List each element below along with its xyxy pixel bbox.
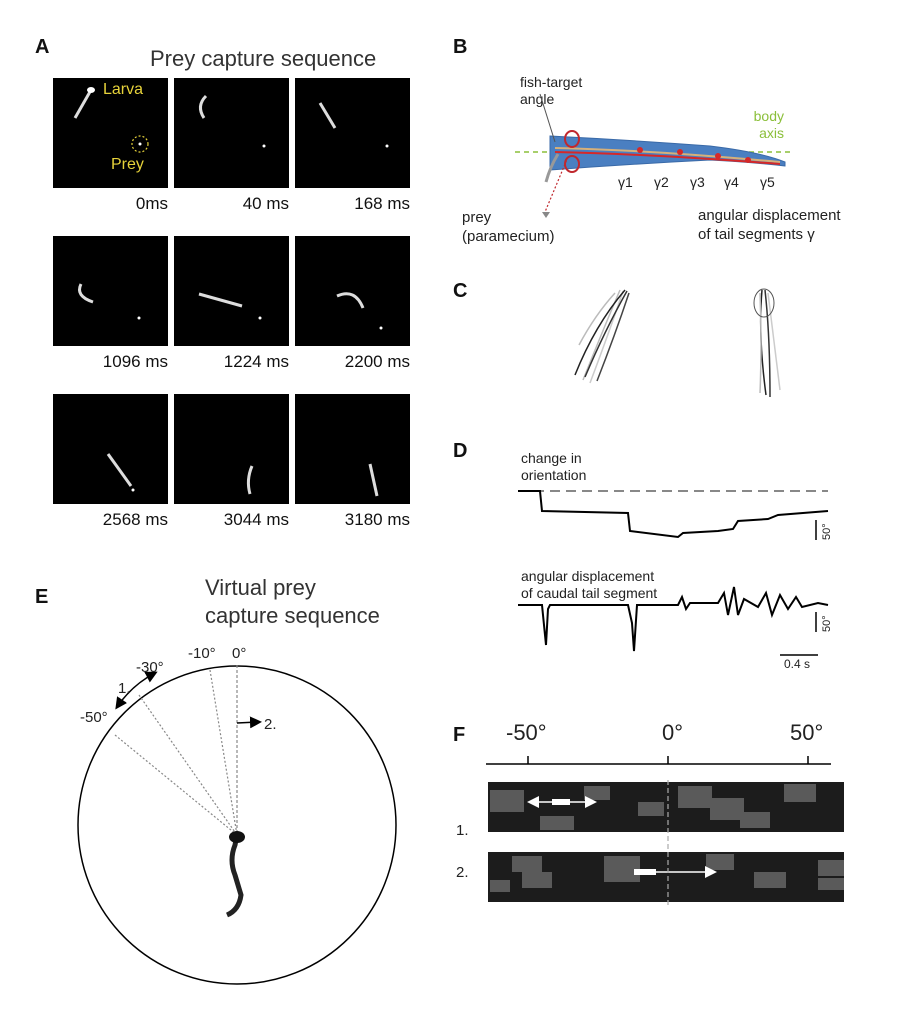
scale-degrees-2: 50° (821, 615, 833, 632)
panel-f-letter: F (453, 724, 466, 746)
frame-3 (295, 78, 410, 188)
orientation-trace (518, 490, 829, 539)
gamma-3: γ3 (690, 174, 705, 190)
angle-zero: 0° (232, 645, 247, 662)
scale-bar-degrees-2 (815, 612, 817, 632)
marker-1: 1. (118, 680, 131, 697)
frame-time: 3044 ms (223, 510, 289, 529)
gamma-2: γ2 (654, 174, 669, 190)
frame-time: 3180 ms (344, 510, 410, 529)
panel-a-letter: A (35, 36, 50, 58)
row-2-label: 2. (456, 864, 469, 881)
virtual-arena (77, 665, 397, 985)
stimulus-rows (488, 780, 844, 908)
angle-minus-50: -50° (80, 709, 108, 726)
scale-bar-degrees-1 (815, 520, 817, 540)
angle-minus-10: -10° (188, 645, 216, 662)
marker-2: 2. (264, 716, 277, 733)
frame-7 (53, 394, 168, 504)
larva-label: Larva (103, 81, 144, 98)
frame-8 (174, 394, 289, 504)
gamma-1: γ1 (618, 174, 633, 190)
frame-1: Larva Prey (53, 78, 168, 188)
f-axis (486, 756, 831, 765)
body-axis-label: body axis (753, 108, 784, 141)
row-1-label: 1. (456, 822, 469, 839)
caudal-trace (518, 586, 829, 652)
panel-e-letter: E (35, 586, 49, 608)
panel-e-title: Virtual prey capture sequence (205, 575, 380, 628)
tick-zero: 0° (662, 720, 684, 745)
frame-6 (295, 236, 410, 346)
frame-time: 168 ms (354, 194, 410, 213)
frame-time: 2568 ms (102, 510, 168, 529)
gamma-5: γ5 (760, 174, 775, 190)
angular-displacement-label: angular displacement of tail segments γ (698, 207, 841, 243)
frame-time: 40 ms (242, 194, 289, 213)
tail-trace-right (753, 288, 781, 398)
fish-target-angle-label: fish-target angle (520, 74, 583, 107)
angle-minus-30: -30° (136, 659, 164, 676)
gamma-4: γ4 (724, 174, 739, 190)
prey-label: Prey (111, 156, 144, 173)
scale-degrees-1: 50° (821, 523, 833, 540)
caudal-tail-label: angular displacement of caudal tail segm… (521, 568, 658, 601)
panel-b-letter: B (453, 36, 468, 58)
panel-a-title: Prey capture sequence (150, 46, 377, 71)
frame-time: 2200 ms (344, 352, 410, 371)
frame-9 (295, 394, 410, 504)
change-orientation-label: change in orientation (521, 450, 587, 483)
frame-2 (174, 78, 289, 188)
panel-c-letter: C (453, 280, 468, 302)
frame-time: 0ms (135, 194, 168, 213)
scale-bar-time (780, 654, 818, 656)
frame-time: 1224 ms (223, 352, 289, 371)
frame-4 (53, 236, 168, 346)
tail-trace-left (574, 289, 630, 384)
tick-50: 50° (790, 720, 824, 745)
frame-5 (174, 236, 289, 346)
frame-time: 1096 ms (102, 352, 168, 371)
panel-d-letter: D (453, 440, 468, 462)
scale-time: 0.4 s (784, 657, 811, 671)
fish-diagram (515, 93, 790, 218)
tick-minus-50: -50° (506, 720, 547, 745)
larva-shape (73, 87, 149, 153)
prey-paramecium-label: prey (paramecium) (462, 209, 555, 245)
